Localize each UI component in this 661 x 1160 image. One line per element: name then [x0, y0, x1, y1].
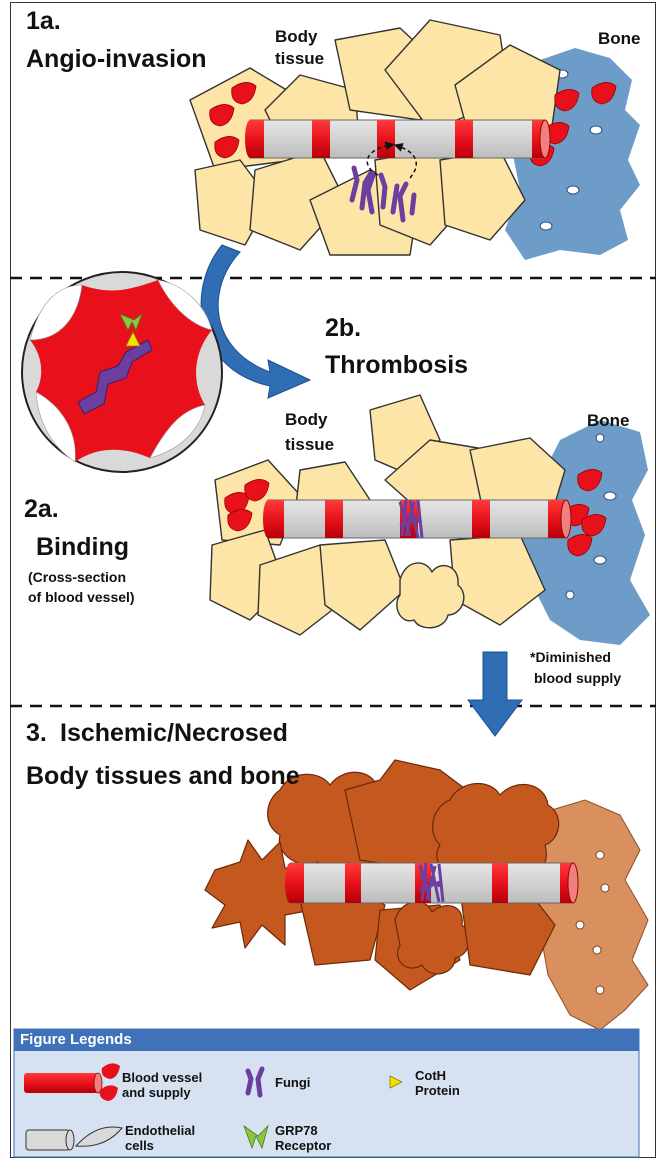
legend-item-grp78: GRP78 Receptor	[275, 1124, 331, 1154]
tissue-cell	[320, 540, 405, 630]
legend-item-coth: CotH Protein	[415, 1069, 460, 1099]
legend-title: Figure Legends	[14, 1029, 639, 1051]
panel-3-illustration	[205, 760, 648, 1030]
panel-2b-tissue-label-line2: tissue	[285, 436, 334, 455]
legend-item-coth-line1: CotH	[415, 1069, 460, 1084]
down-arrow-2b-to-3	[468, 652, 522, 736]
legend-item-grp78-line2: Receptor	[275, 1139, 331, 1154]
panel-2a-number: 2a.	[24, 496, 59, 524]
panel-2b-note-line2: blood supply	[534, 671, 621, 686]
tissue-cell	[397, 563, 464, 628]
legend-item-coth-line2: Protein	[415, 1084, 460, 1099]
panel-2a-caption-line1: (Cross-section	[28, 570, 126, 585]
panel-2b-title: Thrombosis	[325, 352, 468, 380]
legend-item-endothelial: Endothelial cells	[125, 1124, 195, 1154]
panel-3-number: 3.	[26, 720, 47, 748]
legend-item-grp78-line1: GRP78	[275, 1124, 331, 1139]
legend-item-blood-vessel-line1: Blood vessel	[122, 1071, 202, 1086]
panel-2b-note-line1: *Diminished	[530, 650, 611, 665]
panel-1a-tissue-label-line1: Body	[275, 28, 318, 47]
legend-item-fungi-line1: Fungi	[275, 1076, 310, 1091]
panel-2b-illustration	[210, 395, 650, 645]
panel-3-title-line2: Body tissues and bone	[26, 763, 300, 791]
panel-1a-title: Angio-invasion	[26, 46, 207, 74]
panel-1a-tissue-label-line2: tissue	[275, 50, 324, 69]
legend-item-blood-vessel: Blood vessel and supply	[122, 1071, 202, 1101]
panel-2b-bone-label: Bone	[587, 412, 630, 431]
panel-2a-title: Binding	[36, 534, 129, 562]
panel-2b-tissue-label-line1: Body	[285, 411, 328, 430]
legend-item-blood-vessel-line2: and supply	[122, 1086, 202, 1101]
panel-1a-bone-label: Bone	[598, 30, 641, 49]
blood-vessel-1a	[245, 120, 550, 158]
panel-1a-illustration	[190, 20, 640, 260]
panel-2b-number: 2b.	[325, 315, 361, 343]
legend-item-fungi: Fungi	[275, 1076, 310, 1091]
panel-1a-number: 1a.	[26, 8, 61, 36]
cross-section-2a	[22, 272, 222, 472]
panel-2a-caption-line2: of blood vessel)	[28, 590, 135, 605]
legend-item-endothelial-line1: Endothelial	[125, 1124, 195, 1139]
legend-item-endothelial-line2: cells	[125, 1139, 195, 1154]
panel-3-title-line1: Ischemic/Necrosed	[60, 720, 288, 748]
